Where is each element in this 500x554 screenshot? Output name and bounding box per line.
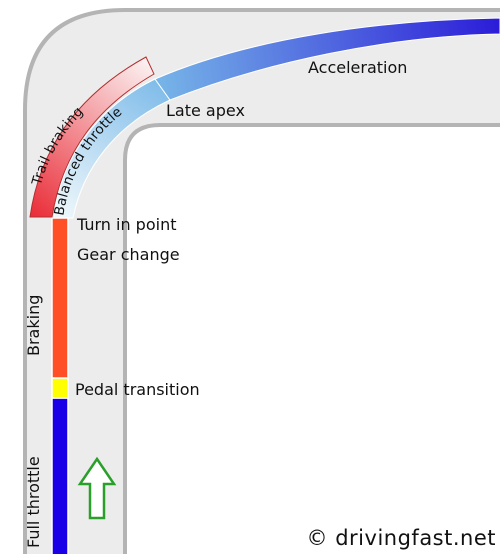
road-surface (25, 10, 500, 554)
acceleration-band (154, 17, 500, 101)
copyright-label: © drivingfast.net (307, 526, 496, 550)
trail-braking-band (29, 56, 155, 218)
full-throttle-bar (51, 397, 69, 554)
up-arrow-icon (77, 456, 117, 520)
road-outer-edge (23, 8, 500, 554)
pedal-transition-label: Pedal transition (75, 380, 200, 399)
gear-change-label: Gear change (77, 245, 180, 264)
acceleration-label: Acceleration (308, 58, 407, 77)
late-apex-label: Late apex (166, 101, 245, 120)
road-inner-edge (123, 123, 500, 554)
full-throttle-label: Full throttle (24, 456, 43, 548)
pedal-transition-bar (51, 377, 69, 399)
turn-in-point-label: Turn in point (76, 215, 176, 234)
braking-bar (51, 217, 69, 379)
braking-label: Braking (24, 295, 43, 356)
